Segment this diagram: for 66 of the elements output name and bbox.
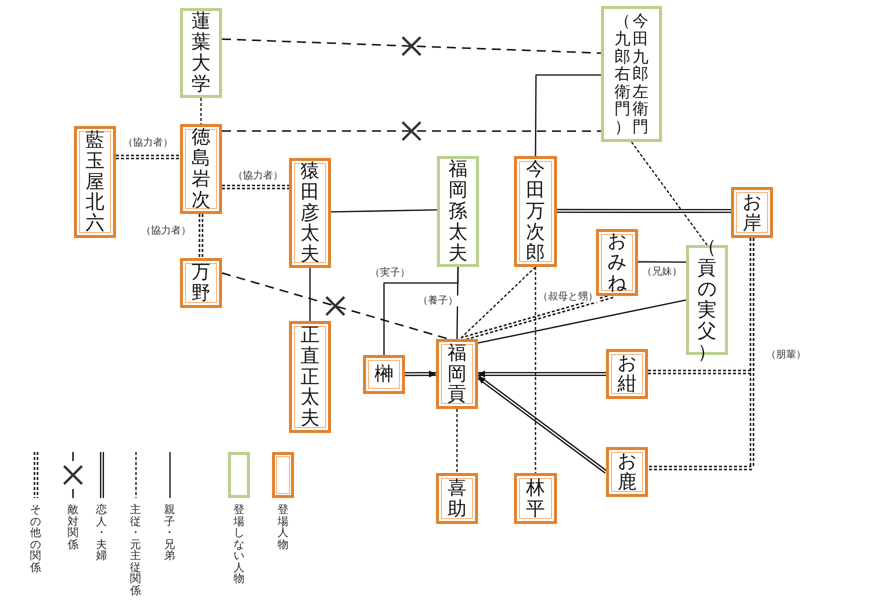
offstage-character-box — [180, 8, 222, 98]
double-dotted-line — [461, 294, 614, 342]
dotted-line — [630, 142, 708, 246]
relation-line — [638, 261, 686, 263]
character-name: 今田九郎左衛門 — [632, 12, 648, 136]
legend-label: 主従・元主従関係 — [130, 504, 141, 596]
character-name: 喜助 — [448, 478, 466, 520]
double-dotted-line — [648, 238, 754, 470]
character-box — [514, 473, 557, 524]
character-box — [180, 124, 222, 214]
legend-label: 親子・兄弟 — [164, 504, 175, 562]
relation-line — [309, 268, 311, 321]
legend-label: 登場しない人物 — [234, 504, 244, 585]
enemy-line — [222, 272, 449, 340]
character-name: おみね — [608, 231, 626, 294]
offstage-character-box — [601, 6, 662, 142]
character-name: 福岡貢 — [448, 342, 466, 406]
dotted-line — [456, 409, 458, 473]
enemy-line — [222, 36, 602, 56]
legend-label: 恋人・夫婦 — [96, 504, 107, 562]
character-box — [363, 355, 405, 394]
character-name: お岸 — [742, 192, 762, 234]
relation-line — [330, 209, 438, 213]
character-name: （貢の実父） — [698, 237, 716, 363]
character-name: 藍玉屋北六 — [86, 130, 104, 234]
legend-label: その他の関係 — [30, 504, 41, 574]
legend-label: 敵対関係 — [68, 504, 78, 550]
enemy-line — [222, 120, 601, 142]
character-box — [74, 126, 116, 238]
legend-label: 登場人物 — [278, 504, 288, 550]
dotted-line — [200, 98, 202, 124]
character-box — [731, 187, 773, 238]
dotted-line — [534, 267, 536, 473]
character-box — [606, 349, 648, 399]
offstage-character-box — [437, 156, 479, 267]
character-name: 猿田彦太夫 — [300, 160, 320, 266]
double-dotted-line — [222, 184, 289, 190]
dotted-line — [459, 266, 536, 340]
character-name: 林平 — [526, 478, 545, 520]
double-dotted-line — [198, 214, 204, 258]
character-name: お鹿 — [618, 451, 636, 493]
arrow — [478, 370, 606, 378]
character-name: 今田万次郎 — [526, 159, 545, 264]
character-box — [180, 258, 222, 308]
character-box — [289, 158, 331, 268]
character-box — [596, 229, 638, 296]
double-line — [557, 208, 731, 213]
relation-line — [534, 74, 601, 156]
character-box — [606, 447, 648, 497]
character-name: 正直正太夫 — [300, 324, 320, 430]
double-dotted-line — [116, 154, 180, 160]
character-name: お紺 — [618, 353, 636, 395]
character-box — [289, 321, 331, 433]
character-name: 蓮葉大学 — [192, 11, 210, 95]
arrow — [476, 375, 608, 474]
character-name: 徳島岩次 — [192, 127, 210, 211]
character-box — [436, 339, 478, 409]
relation-line — [456, 267, 459, 339]
character-name: （九郎右衛門） — [614, 12, 630, 136]
relation-line — [478, 299, 686, 344]
character-name: 福岡孫太夫 — [448, 159, 468, 264]
arrow — [405, 370, 436, 378]
character-name: 榊 — [374, 364, 394, 385]
character-box — [514, 156, 557, 267]
character-name: 万野 — [192, 262, 210, 304]
character-box — [436, 473, 478, 524]
